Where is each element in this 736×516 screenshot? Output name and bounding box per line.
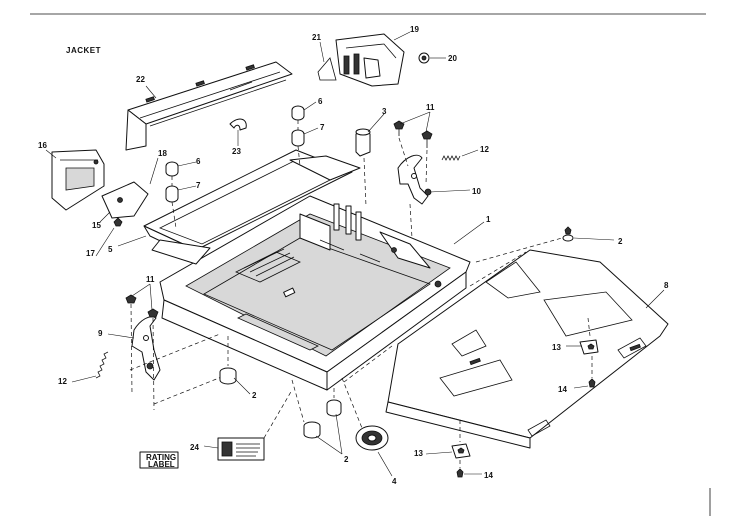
spring-12-right — [441, 155, 461, 161]
rating-label-text-2: LABEL — [148, 460, 175, 469]
foot-6-upper — [291, 105, 305, 121]
rear-bracket — [125, 61, 293, 151]
foot-2-mid-b — [326, 399, 342, 417]
screw-11-left-b — [147, 308, 159, 318]
screw-17 — [113, 217, 123, 227]
callout-2-right: 2 — [618, 237, 623, 246]
callout-12-left: 12 — [58, 377, 67, 386]
callout-18: 18 — [158, 149, 167, 158]
callout-7-lower: 7 — [196, 181, 201, 190]
switch-housing — [335, 33, 405, 87]
bottom-skirt — [385, 249, 669, 449]
callouts: 1 2 2 2 3 4 5 6 6 7 7 8 9 10 11 11 12 12… — [38, 25, 669, 486]
callout-17: 17 — [86, 249, 95, 258]
leader-lines — [45, 31, 665, 477]
callout-22: 22 — [136, 75, 145, 84]
callout-2-bottom: 2 — [344, 455, 349, 464]
screw-11-right-b — [421, 130, 433, 148]
base-pan — [159, 195, 471, 391]
wire-spring — [317, 57, 337, 81]
lever-10 — [397, 154, 432, 205]
bracket-13-upper — [579, 339, 599, 355]
callout-19: 19 — [410, 25, 419, 34]
callout-7-upper: 7 — [320, 123, 325, 132]
lever-9 — [131, 316, 161, 381]
rating-label — [217, 437, 265, 461]
foot-6-lower — [165, 161, 179, 177]
foot-7-lower — [165, 185, 179, 203]
callout-6-upper: 6 — [318, 97, 323, 106]
callout-21: 21 — [312, 33, 321, 42]
callout-8: 8 — [664, 281, 669, 290]
callout-13-upper: 13 — [552, 343, 561, 352]
callout-16: 16 — [38, 141, 47, 150]
callout-2-left: 2 — [252, 391, 257, 400]
post-part — [355, 128, 371, 157]
rating-label-text-1: RATING — [146, 453, 176, 462]
callout-3: 3 — [382, 107, 387, 116]
clip-part — [229, 118, 247, 131]
screw-11-left-a — [125, 294, 137, 304]
knob-part — [418, 52, 430, 64]
foot-7-upper — [291, 129, 305, 147]
callout-14-lower: 14 — [484, 471, 493, 480]
bracket-13-lower — [451, 443, 471, 459]
screw-14-upper — [588, 378, 596, 388]
screw-11-right-a — [393, 120, 405, 136]
foot-2-mid-a — [303, 421, 321, 439]
callout-24: 24 — [190, 443, 199, 452]
callout-13-lower: 13 — [414, 449, 423, 458]
callout-23: 23 — [232, 147, 241, 156]
callout-20: 20 — [448, 54, 457, 63]
callout-4: 4 — [392, 477, 397, 486]
screw-14-lower — [456, 468, 464, 478]
callout-9: 9 — [98, 329, 103, 338]
foot-2-right — [562, 226, 574, 242]
callout-5: 5 — [108, 245, 113, 254]
callout-15: 15 — [92, 221, 101, 230]
callout-12-right: 12 — [480, 145, 489, 154]
callout-10: 10 — [472, 187, 481, 196]
side-block — [51, 149, 105, 211]
diagram-title: JACKET — [66, 46, 101, 55]
foot-2-left — [219, 367, 237, 385]
wheel-part — [355, 425, 389, 451]
rating-label-box — [139, 451, 179, 469]
callout-11-left: 11 — [146, 275, 155, 284]
spring-12-left — [95, 351, 109, 379]
callout-11-right: 11 — [426, 103, 435, 112]
top-bezel — [143, 149, 361, 265]
callout-6-lower: 6 — [196, 157, 201, 166]
callout-14-upper: 14 — [558, 385, 567, 394]
callout-1: 1 — [486, 215, 491, 224]
hinge-bracket — [101, 181, 149, 219]
